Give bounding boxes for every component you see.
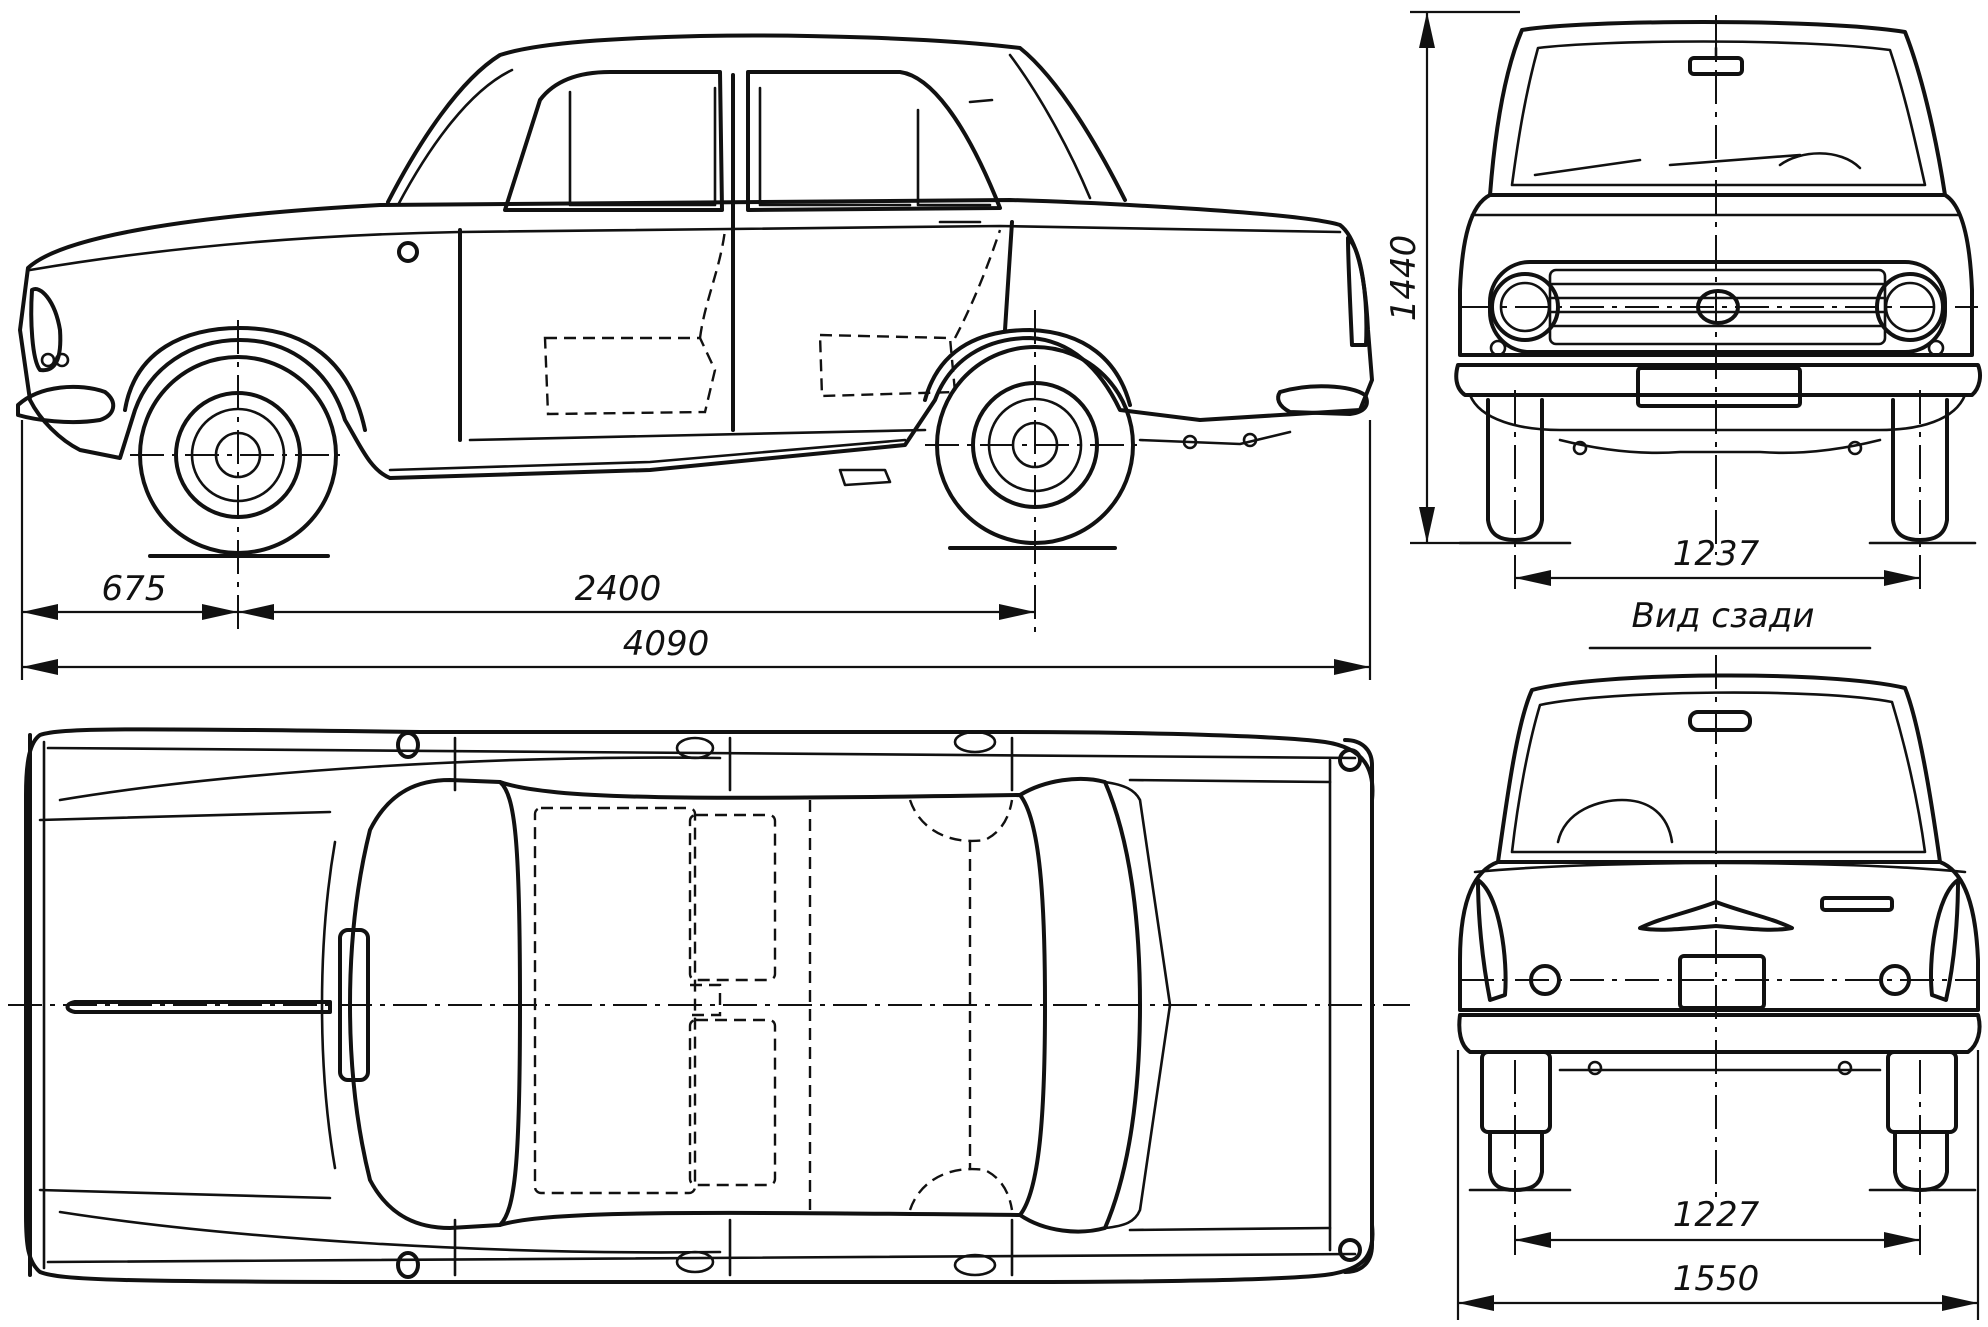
height-label: 1440 [1384, 235, 1424, 322]
side-view [16, 33, 1374, 635]
rear-track-label: 1227 [1673, 1195, 1760, 1235]
overall-width-label: 1550 [1673, 1259, 1760, 1299]
rear-view-caption: Вид сзади [1632, 596, 1815, 636]
front-overhang-label: 675 [102, 569, 167, 609]
rear-view-body-outline [1457, 673, 1982, 1192]
wheelbase-label: 2400 [575, 569, 662, 609]
front-track-label: 1237 [1673, 534, 1760, 574]
rear-view: Вид сзади [1456, 596, 1982, 1320]
front-view: 1440 1237 [1384, 10, 1982, 590]
front-view-body-outline [1454, 20, 1982, 545]
side-view-body-outline [16, 33, 1374, 487]
overall-length-label: 4090 [623, 624, 710, 664]
top-view [8, 727, 1410, 1284]
front-grille-pattern [1548, 282, 1887, 328]
side-view-dimensions: 675 2400 4090 [20, 420, 1372, 680]
